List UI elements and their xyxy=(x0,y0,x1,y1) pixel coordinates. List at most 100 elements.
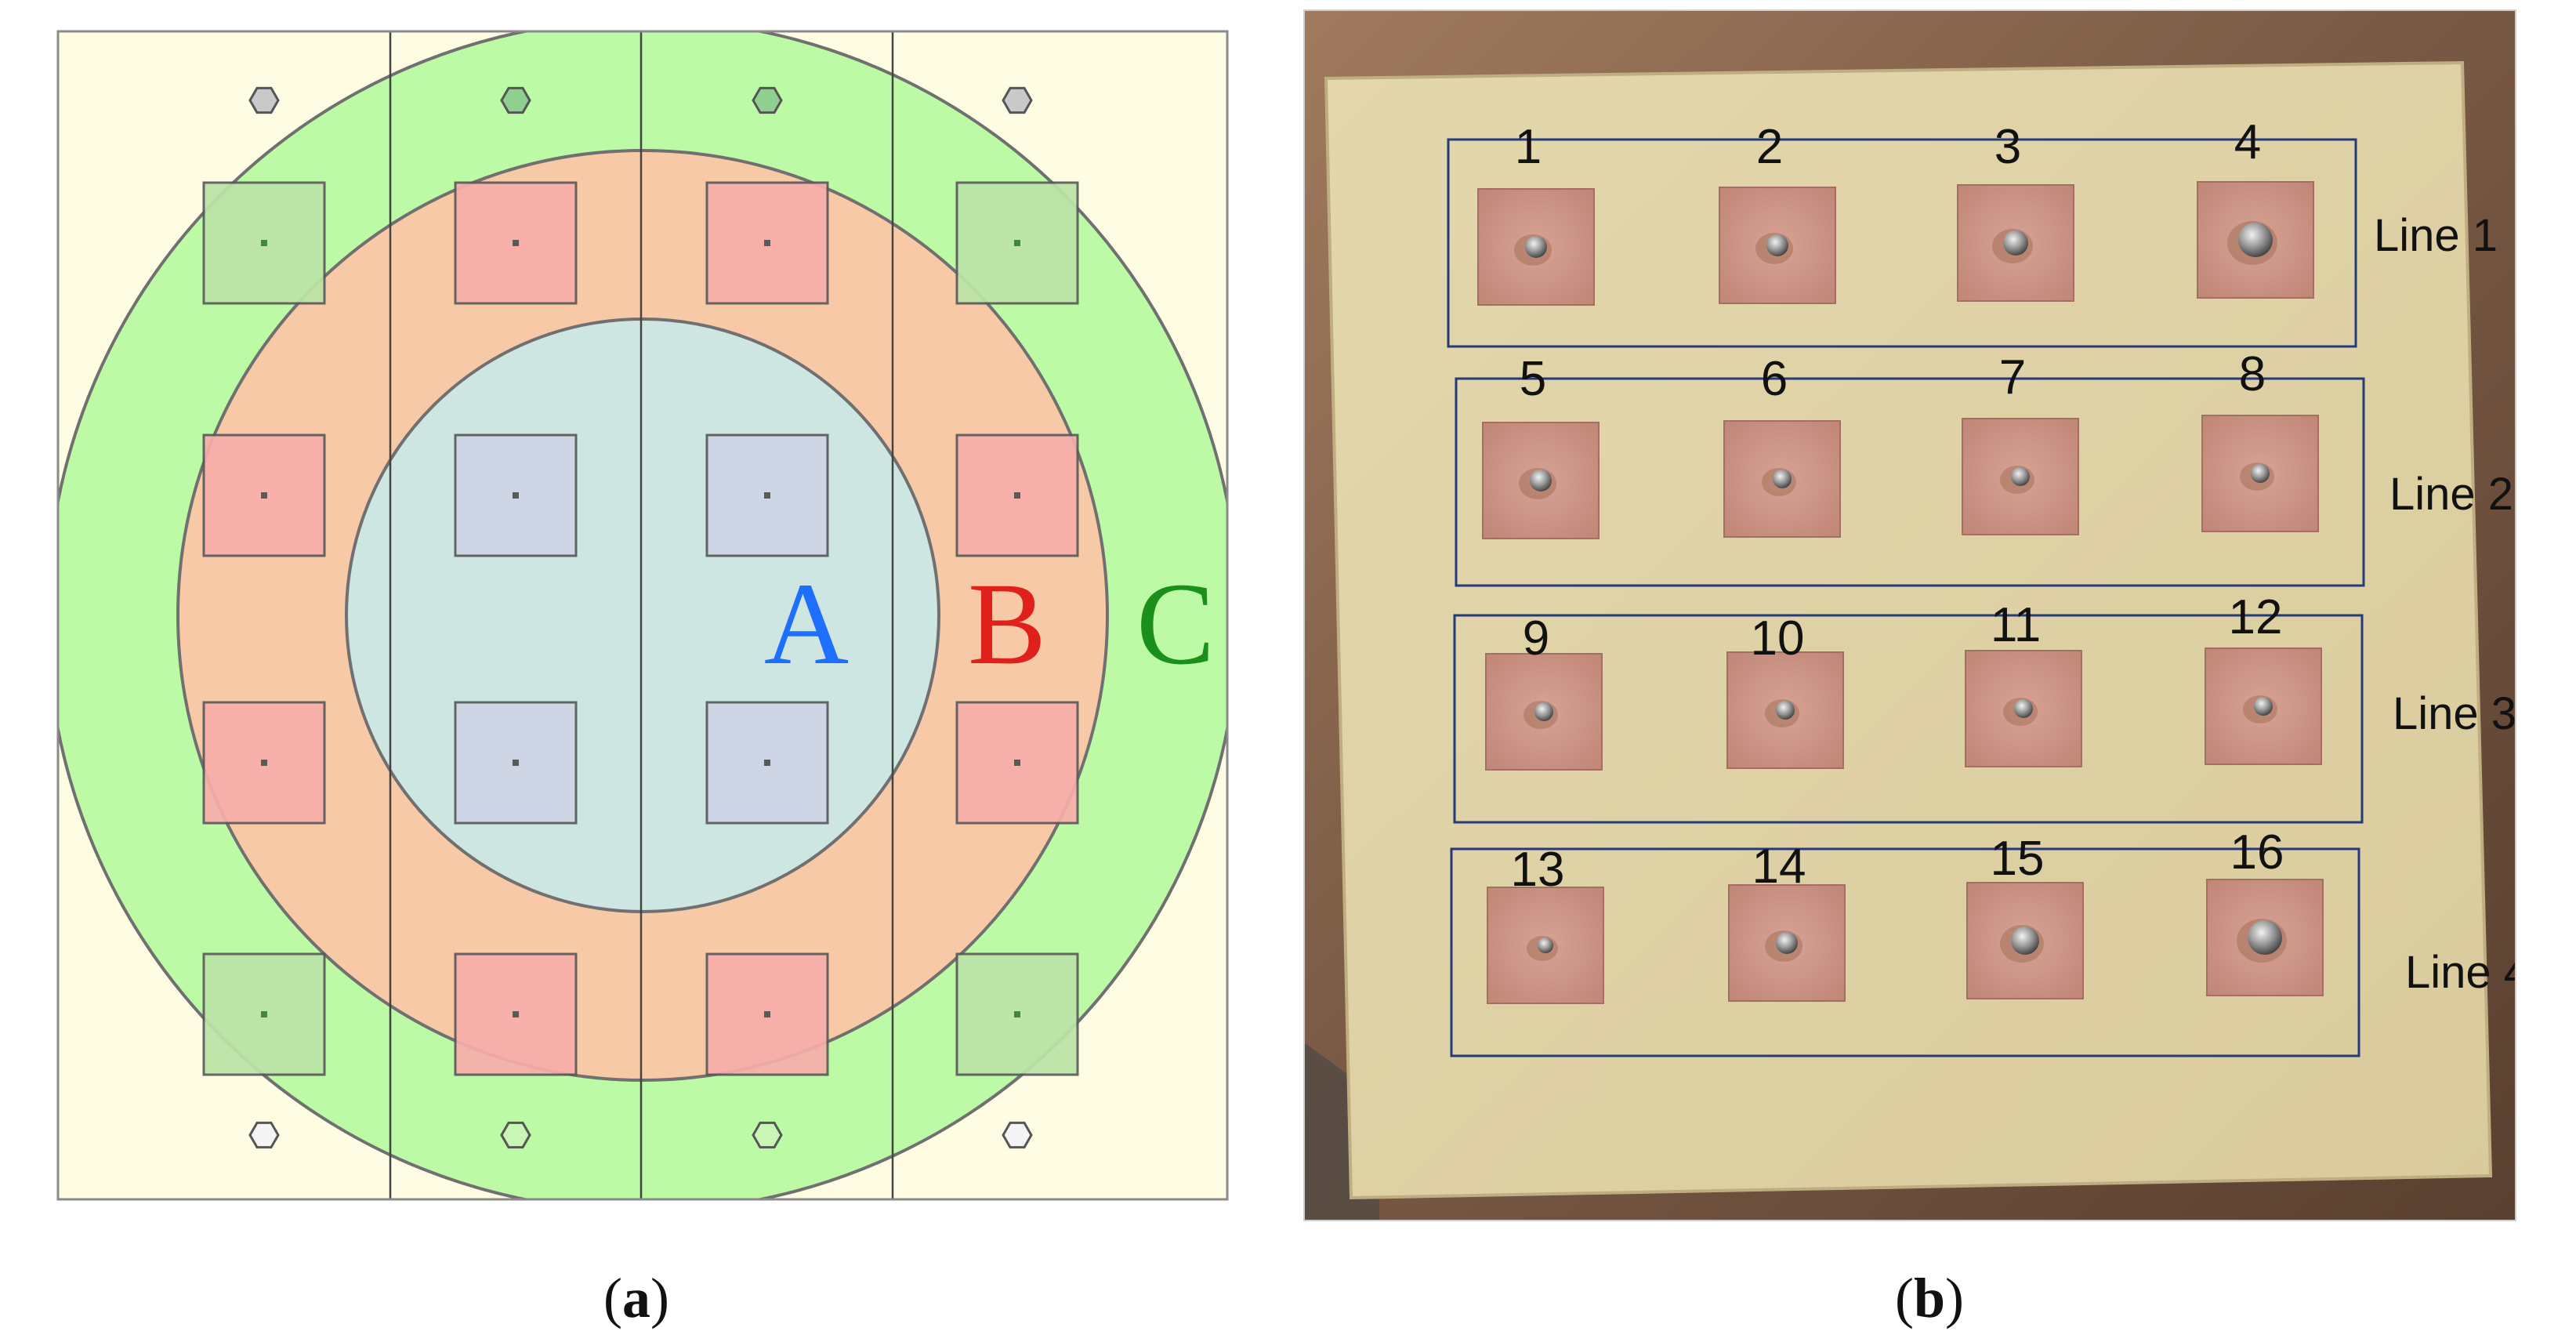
weld-spot xyxy=(2248,920,2282,955)
copper-sample xyxy=(2201,415,2319,532)
line-label: Line 2 xyxy=(2389,469,2513,520)
line-frame xyxy=(1455,377,2365,587)
sample-square-zone-b xyxy=(454,952,578,1076)
hex-marker-icon xyxy=(752,1121,783,1149)
weld-spot xyxy=(2254,697,2273,716)
sample-center-dot xyxy=(764,240,770,246)
line-label: Line 4 xyxy=(2405,947,2529,998)
sample-number: 11 xyxy=(1991,598,2041,652)
sample-number: 1 xyxy=(1515,120,1542,174)
weld-spot xyxy=(2003,230,2028,256)
sample-center-dot xyxy=(513,760,519,766)
hex-marker-icon xyxy=(248,86,280,114)
caption-a: (a) xyxy=(603,1267,669,1329)
hex-marker-icon xyxy=(752,86,783,114)
caption-open-paren: ( xyxy=(603,1267,622,1329)
sample-center-dot xyxy=(1014,760,1020,766)
sample-square-zone-b xyxy=(202,701,326,825)
sample-square-zone-b xyxy=(705,181,829,305)
copper-sample xyxy=(1965,650,2082,767)
sample-number: 16 xyxy=(2230,825,2284,880)
sample-square-zone-b xyxy=(454,181,578,305)
panel-a-layout-diagram: A B C xyxy=(56,30,1229,1201)
sample-number: 14 xyxy=(1752,840,1806,894)
copper-sample xyxy=(1477,188,1595,306)
sample-center-dot xyxy=(513,492,519,499)
sample-square-zone-b xyxy=(955,433,1079,557)
copper-sample xyxy=(1728,884,1846,1002)
sample-number: 9 xyxy=(1523,611,1549,666)
sample-square-zone-a xyxy=(454,433,578,557)
line-label: Line 3 xyxy=(2393,688,2516,739)
sample-center-dot xyxy=(764,492,770,499)
copper-sample xyxy=(2205,647,2322,765)
caption-a-label: a xyxy=(622,1267,650,1329)
weld-spot xyxy=(1534,702,1553,721)
caption-b: (b) xyxy=(1895,1267,1964,1329)
line-frame xyxy=(1453,614,2364,824)
sample-center-dot xyxy=(513,1011,519,1017)
sample-square-zone-c xyxy=(955,181,1079,305)
copper-sample xyxy=(1719,187,1836,304)
hex-marker-icon xyxy=(500,1121,531,1149)
sample-number: 7 xyxy=(1999,350,2026,404)
sample-center-dot xyxy=(1014,240,1020,246)
line-frame xyxy=(1447,138,2357,348)
zone-a-circle xyxy=(345,317,940,913)
zone-label-c: C xyxy=(1136,559,1215,689)
sample-number: 13 xyxy=(1511,843,1565,897)
sample-number: 8 xyxy=(2239,347,2266,401)
sample-number: 4 xyxy=(2234,115,2261,169)
panel-a-border xyxy=(56,30,1229,1201)
sample-square-zone-c xyxy=(202,952,326,1076)
sample-number: 2 xyxy=(1756,120,1783,174)
hex-marker-icon xyxy=(1002,1121,1033,1149)
copper-sample xyxy=(1485,653,1603,771)
svg-text:(a): (a) xyxy=(603,1267,669,1329)
hex-marker-icon xyxy=(1002,86,1033,114)
hex-marker-icon xyxy=(500,86,531,114)
weld-spot xyxy=(2238,223,2273,257)
caption-b-label: b xyxy=(1914,1267,1945,1329)
sample-square-zone-a xyxy=(705,433,829,557)
hex-marker-icon xyxy=(248,1121,280,1149)
weld-spot xyxy=(1530,470,1552,491)
sample-number: 3 xyxy=(1994,120,2021,174)
sample-number: 5 xyxy=(1520,352,1546,406)
weld-spot xyxy=(1773,470,1792,488)
zone-label-a: A xyxy=(764,559,849,689)
sample-square-zone-b xyxy=(955,701,1079,825)
caption-open-paren: ( xyxy=(1895,1267,1914,1329)
copper-sample xyxy=(1723,420,1841,538)
caption-close-paren: ) xyxy=(1945,1267,1964,1329)
sample-square-zone-c xyxy=(955,952,1079,1076)
copper-sample xyxy=(1966,882,2084,999)
copper-sample xyxy=(1957,184,2074,302)
copper-sample xyxy=(1482,422,1600,539)
panel-b-border xyxy=(1303,9,2516,1221)
copper-sample xyxy=(1487,887,1604,1004)
weld-spot xyxy=(1538,938,1553,953)
hex-markers xyxy=(248,86,1033,1149)
weld-spot xyxy=(2011,467,2030,486)
sample-square-zone-a xyxy=(705,701,829,825)
sample-number: 12 xyxy=(2229,590,2283,644)
sample-center-dot xyxy=(261,760,267,766)
sample-squares xyxy=(202,181,1079,1076)
copper-sample xyxy=(2206,879,2324,996)
copper-sample xyxy=(1962,418,2079,535)
sample-number: 15 xyxy=(1991,832,2045,886)
weld-spot xyxy=(2251,464,2270,483)
copper-sample xyxy=(2197,181,2314,299)
weld-spot xyxy=(1776,932,1798,954)
weld-spot xyxy=(2011,927,2039,955)
sample-center-dot xyxy=(261,240,267,246)
zone-label-b: B xyxy=(968,559,1046,689)
